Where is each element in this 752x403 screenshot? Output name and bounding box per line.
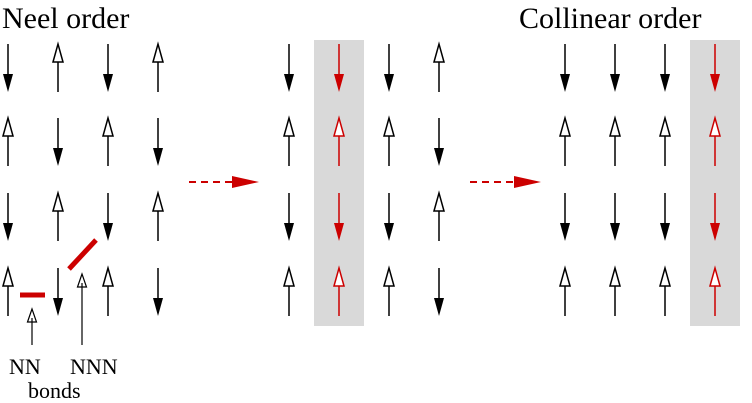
nn-pointer-arrow: [26, 307, 38, 345]
bonds-label: bonds: [28, 378, 81, 403]
spin-up-arrow: [283, 265, 295, 316]
spin-up-arrow: [433, 190, 445, 241]
spin-up-arrow: [152, 41, 164, 92]
spin-up-arrow: [102, 265, 114, 316]
spin-down-arrow: [53, 118, 63, 166]
spin-down-arrow: [284, 193, 294, 241]
spin-down-arrow: [434, 118, 444, 166]
lattice-collinear: [559, 44, 721, 316]
spin-up-arrow: [609, 115, 621, 166]
neel-order-title: Neel order: [2, 2, 129, 35]
spin-down-arrow: [103, 44, 113, 92]
spin-up-arrow: [383, 265, 395, 316]
spin-up-arrow: [52, 41, 64, 92]
spin-up-arrow: [383, 115, 395, 166]
spin-up-arrow: [152, 190, 164, 241]
lattice-neel: [2, 41, 164, 316]
spin-down-arrow: [153, 268, 163, 316]
spin-up-arrow: [559, 115, 571, 166]
spin-down-arrow: [334, 193, 344, 241]
spin-down-arrow: [560, 44, 570, 92]
spin-down-arrow: [103, 193, 113, 241]
spin-down-arrow: [710, 44, 720, 92]
spin-up-arrow: [609, 265, 621, 316]
spin-down-arrow: [434, 268, 444, 316]
collinear-order-title: Collinear order: [519, 2, 701, 35]
spin-down-arrow: [660, 193, 670, 241]
spin-down-arrow: [334, 44, 344, 92]
spin-up-arrow: [333, 115, 345, 166]
spin-down-arrow: [660, 44, 670, 92]
transition-arrow-2: [470, 176, 541, 188]
spin-down-arrow: [384, 44, 394, 92]
spin-up-arrow: [659, 265, 671, 316]
spin-down-arrow: [153, 118, 163, 166]
transition-arrow-1: [189, 176, 259, 188]
spin-lattices: [2, 41, 721, 316]
nnn-bond: [67, 238, 98, 271]
spin-up-arrow: [283, 115, 295, 166]
spin-down-arrow: [284, 44, 294, 92]
lattice-intermediate: [283, 41, 445, 316]
spin-down-arrow: [3, 44, 13, 92]
spin-up-arrow: [433, 41, 445, 92]
nnn-label: NNN: [70, 354, 118, 379]
spin-up-arrow: [659, 115, 671, 166]
spin-up-arrow: [709, 265, 721, 316]
spin-down-arrow: [384, 193, 394, 241]
spin-down-arrow: [710, 193, 720, 241]
nnn-pointer-arrow: [76, 272, 88, 345]
spin-up-arrow: [333, 265, 345, 316]
spin-down-arrow: [610, 193, 620, 241]
spin-down-arrow: [53, 268, 63, 316]
spin-up-arrow: [2, 265, 14, 316]
spin-up-arrow: [102, 115, 114, 166]
spin-down-arrow: [3, 193, 13, 241]
spin-down-arrow: [610, 44, 620, 92]
spin-up-arrow: [559, 265, 571, 316]
nn-label: NN: [9, 354, 41, 379]
spin-down-arrow: [560, 193, 570, 241]
spin-up-arrow: [709, 115, 721, 166]
spin-up-arrow: [2, 115, 14, 166]
spin-up-arrow: [52, 190, 64, 241]
